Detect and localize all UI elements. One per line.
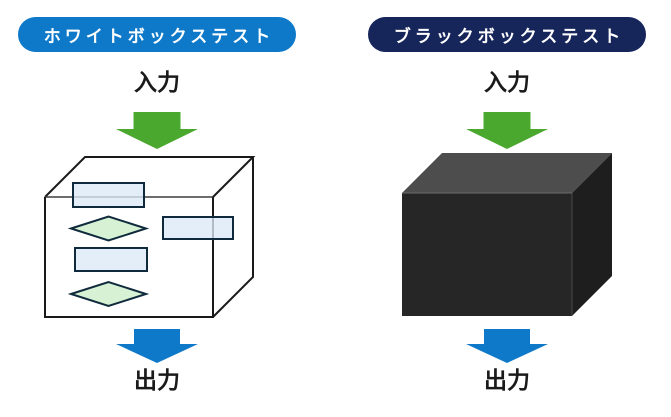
whitebox-output-arrow-down-icon <box>116 329 198 363</box>
flow-process-rect-top <box>72 182 145 208</box>
whitebox-badge: ホワイトボックステスト <box>18 17 296 52</box>
black-cube-right-face <box>572 153 612 316</box>
blackbox-output-label: 出力 <box>484 367 530 393</box>
arrow-down-green-shape <box>116 112 198 149</box>
blackbox-input-label: 入力 <box>484 69 530 95</box>
whitebox-output-label: 出力 <box>134 367 180 393</box>
blackbox-output-arrow-down-icon <box>466 329 548 363</box>
blackbox-input-arrow-down-icon <box>466 112 548 149</box>
flow-process-rect-middle <box>74 247 148 272</box>
whitebox-cube-graphic <box>44 156 256 318</box>
wireframe-cube-front-edges <box>44 197 214 318</box>
arrow-down-blue-shape <box>116 329 198 363</box>
flow-decision-diamond-upper <box>67 215 150 242</box>
blackbox-badge: ブラックボックステスト <box>368 17 646 52</box>
black-cube-front-face <box>402 193 572 316</box>
black-cube-top-face <box>402 153 612 193</box>
whitebox-input-label: 入力 <box>134 69 180 95</box>
wireframe-cube-back-edges <box>44 156 256 318</box>
flow-decision-diamond-lower <box>67 280 150 308</box>
blackbox-cube-graphic <box>402 153 612 316</box>
whitebox-input-arrow-down-icon <box>116 112 198 149</box>
flow-process-rect-right <box>162 216 234 240</box>
arrow-down-blue-shape <box>466 329 548 363</box>
arrow-down-green-shape <box>466 112 548 149</box>
